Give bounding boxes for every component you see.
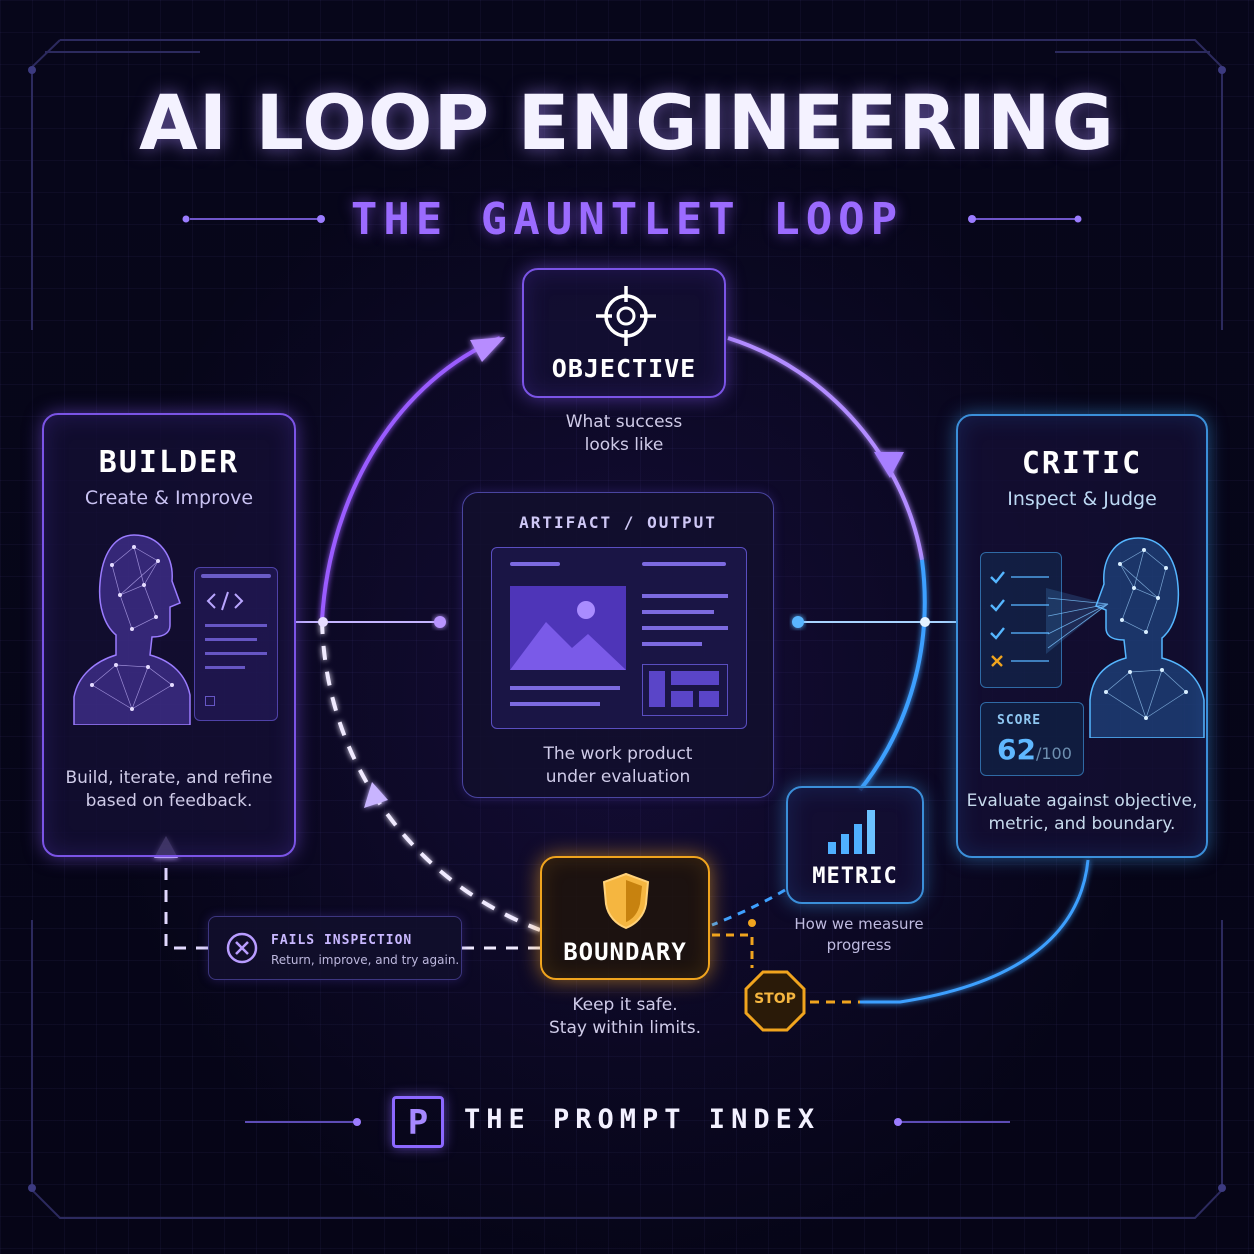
link-node-boundary	[748, 919, 756, 927]
artifact-document	[491, 547, 747, 729]
score-label: SCORE	[997, 713, 1042, 728]
stop-label: STOP	[754, 991, 796, 1007]
artifact-panel: ARTIFACT / OUTPUT The work produ	[462, 492, 774, 798]
link-node-left	[318, 617, 328, 627]
link-fails-to-builder	[164, 852, 208, 950]
artifact-description: The work product under evaluation	[463, 743, 773, 789]
checklist-icon	[990, 571, 1049, 667]
fails-description: Return, improve, and try again.	[271, 953, 460, 967]
metric-label: METRIC	[812, 864, 898, 889]
critic-figure-icon	[1089, 537, 1205, 738]
builder-figure-icon	[73, 534, 191, 725]
builder-code-card	[194, 567, 278, 721]
objective-node: OBJECTIVE	[522, 268, 726, 398]
metric-node: METRIC	[786, 786, 924, 904]
link-node-artifact-left	[434, 616, 446, 628]
bar-chart-icon	[828, 810, 875, 854]
stop-sign: STOP	[744, 970, 806, 1032]
artifact-description-line2: under evaluation	[545, 767, 691, 787]
boundary-description-line1: Keep it safe.	[572, 995, 678, 1015]
stop-sign-icon	[744, 970, 806, 1032]
link-node-artifact-right	[792, 616, 804, 628]
builder-description-line1: Build, iterate, and refine	[65, 768, 273, 788]
subtitle-rule-dots	[182, 215, 1082, 223]
critic-title: CRITIC	[1021, 446, 1143, 481]
critic-checklist-card	[980, 552, 1062, 688]
metric-description-line2: progress	[826, 936, 892, 954]
critic-description-line2: metric, and boundary.	[988, 814, 1176, 834]
code-icon	[206, 591, 244, 611]
fails-title: FAILS INSPECTION	[271, 933, 413, 948]
artifact-title: ARTIFACT / OUTPUT	[519, 513, 717, 532]
critic-score-card: SCORE 62/100	[980, 702, 1084, 776]
boundary-description: Keep it safe. Stay within limits.	[520, 994, 730, 1040]
metric-description-line1: How we measure	[794, 915, 924, 933]
objective-description-line1: What success	[565, 412, 683, 432]
artifact-thumb-grid	[642, 664, 728, 716]
boundary-node: BOUNDARY	[540, 856, 710, 980]
footer-rule-dots	[353, 1118, 902, 1126]
score-max: /100	[1035, 744, 1072, 763]
builder-subtitle: Create & Improve	[84, 487, 254, 509]
critic-panel: CRITIC Inspect & Judge	[956, 414, 1208, 858]
loop-arc-objective-to-critic	[727, 336, 924, 561]
loop-arc-builder-to-objective	[320, 336, 501, 621]
page-subtitle: THE GAUNTLET LOOP	[350, 194, 904, 245]
builder-description-line2: based on feedback.	[85, 791, 253, 811]
boundary-description-line2: Stay within limits.	[549, 1018, 701, 1038]
link-critic-to-stop	[860, 859, 1090, 1004]
image-icon	[510, 586, 626, 670]
loop-arc-boundary-to-builder	[320, 619, 541, 932]
objective-description-line2: looks like	[584, 435, 664, 455]
fails-inspection-box: FAILS INSPECTION Return, improve, and tr…	[208, 916, 462, 980]
loop-arc-metric-to-boundary	[711, 888, 786, 927]
score-readout: 62/100	[997, 733, 1072, 766]
frame-dots	[28, 66, 1226, 1192]
shield-icon	[602, 872, 650, 930]
metric-description: How we measure progress	[786, 914, 932, 956]
builder-title: BUILDER	[98, 445, 240, 480]
objective-label: OBJECTIVE	[551, 354, 697, 383]
scan-beam-icon	[1046, 588, 1109, 654]
page-title: AI LOOP ENGINEERING	[138, 78, 1116, 167]
crosshair-icon	[596, 286, 656, 346]
loop-arc-critic-to-metric	[858, 559, 927, 792]
footer-brand: THE PROMPT INDEX	[464, 1104, 821, 1135]
arrowhead-to-builder-loop	[364, 782, 388, 808]
link-boundary-to-stop	[712, 933, 754, 968]
critic-subtitle: Inspect & Judge	[1007, 488, 1157, 510]
critic-description: Evaluate against objective, metric, and …	[958, 790, 1206, 836]
builder-description: Build, iterate, and refine based on feed…	[44, 767, 294, 813]
boundary-label: BOUNDARY	[563, 938, 687, 966]
arrowhead-to-objective	[470, 337, 505, 362]
logo-icon: P	[392, 1096, 444, 1148]
arrowhead-to-critic	[874, 452, 904, 478]
close-circle-icon	[226, 932, 258, 964]
score-value: 62	[997, 733, 1036, 766]
critic-description-line1: Evaluate against objective,	[966, 791, 1198, 811]
logo-letter: P	[407, 1103, 429, 1143]
artifact-description-line1: The work product	[543, 744, 693, 764]
builder-panel: BUILDER Create & Improve	[42, 413, 296, 857]
outer-frame	[31, 39, 1223, 1219]
objective-description: What success looks like	[522, 411, 726, 457]
link-node-right	[920, 617, 930, 627]
